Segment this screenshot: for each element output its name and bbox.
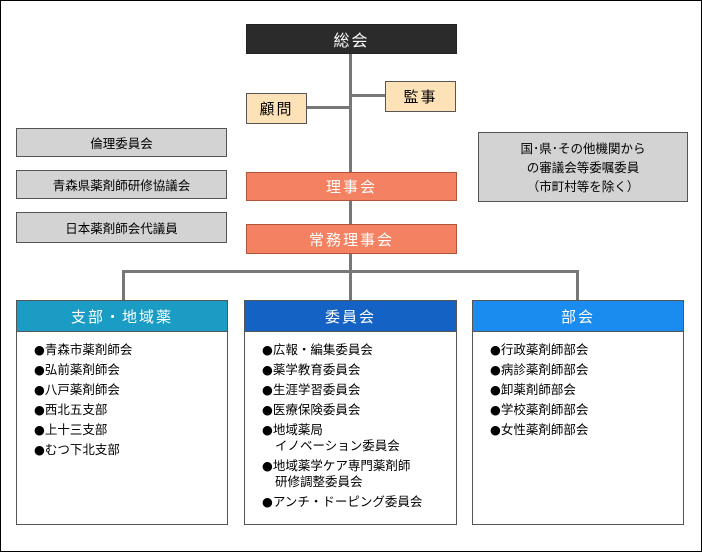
connector-center-drop: [349, 270, 352, 300]
connector-right-drop: [576, 270, 579, 300]
list-item: ●女性薬剤師部会: [490, 422, 589, 437]
connector-rijikai-jomu: [349, 200, 352, 225]
executive-board-label: 常務理事会: [308, 230, 394, 249]
list-item: ●行政薬剤師部会: [490, 342, 589, 357]
list-item: ●青森市薬剤師会: [34, 342, 133, 357]
external-commission-line-3: （市町村等を除く）: [526, 178, 640, 194]
list-item: ●西北五支部: [34, 402, 108, 417]
list-item: ●弘前薬剤師会: [34, 362, 120, 377]
training-council-label: 青森県薬剤師研修協議会: [52, 178, 191, 193]
connector-komon: [306, 106, 351, 109]
list-item: ●アンチ・ドーピング委員会: [262, 494, 423, 509]
connector-kanji: [350, 94, 386, 97]
list-item: ●医療保険委員会: [262, 402, 361, 417]
auditor-box: 監事: [385, 81, 456, 112]
committee-panel-title: 委員会: [324, 307, 376, 326]
external-commission-line-2: の審議会等委嘱委員: [526, 159, 640, 175]
list-item: ●むつ下北支部: [34, 442, 120, 457]
branch-panel-header: 支部・地域薬: [17, 301, 227, 332]
list-item-line: ●地域薬学ケア専門薬剤師: [262, 458, 411, 473]
committee-panel-header: 委員会: [245, 301, 456, 332]
list-item: ●地域薬局 イノベーション委員会: [262, 420, 456, 456]
list-item: ●八戸薬剤師会: [34, 382, 120, 397]
delegates-label: 日本薬剤師会代議員: [65, 221, 178, 236]
connector-jomu-down: [349, 253, 352, 272]
ethics-committee-box: 倫理委員会: [16, 128, 227, 157]
list-item: ●学校薬剤師部会: [490, 402, 589, 417]
external-commission-box: 国･県･その他機関から の審議会等委嘱委員 （市町村等を除く）: [478, 132, 688, 202]
list-item: ●地域薬学ケア専門薬剤師 研修調整委員会: [262, 456, 456, 492]
list-item: ●病診薬剤師部会: [490, 362, 589, 377]
board-of-directors-label: 理事会: [325, 178, 377, 196]
advisor-box: 顧問: [246, 93, 307, 124]
list-item: ●薬学教育委員会: [262, 362, 361, 377]
executive-board-box: 常務理事会: [246, 224, 457, 254]
list-item: ●上十三支部: [34, 422, 108, 437]
connector-main-vertical: [349, 54, 352, 172]
general-assembly-box: 総会: [246, 24, 457, 54]
connector-left-drop: [122, 270, 125, 300]
ethics-committee-label: 倫理委員会: [90, 136, 153, 151]
committee-list: ●広報・編集委員会 ●薬学教育委員会 ●生涯学習委員会 ●医療保険委員会 ●地域…: [245, 332, 456, 512]
division-panel-header: 部会: [473, 301, 683, 332]
training-council-box: 青森県薬剤師研修協議会: [16, 170, 227, 199]
list-item-line: 研修調整委員会: [275, 474, 363, 489]
branch-list: ●青森市薬剤師会 ●弘前薬剤師会 ●八戸薬剤師会 ●西北五支部 ●上十三支部 ●…: [17, 332, 227, 460]
list-item-line: イノベーション委員会: [275, 438, 400, 453]
division-panel: 部会 ●行政薬剤師部会 ●病診薬剤師部会 ●卸薬剤師部会 ●学校薬剤師部会 ●女…: [472, 300, 684, 525]
list-item: ●生涯学習委員会: [262, 382, 361, 397]
branch-panel: 支部・地域薬 ●青森市薬剤師会 ●弘前薬剤師会 ●八戸薬剤師会 ●西北五支部 ●…: [16, 300, 228, 525]
division-panel-title: 部会: [560, 307, 595, 326]
board-of-directors-box: 理事会: [246, 172, 457, 201]
branch-panel-title: 支部・地域薬: [70, 307, 173, 326]
division-list: ●行政薬剤師部会 ●病診薬剤師部会 ●卸薬剤師部会 ●学校薬剤師部会 ●女性薬剤…: [473, 332, 683, 440]
list-item: ●卸薬剤師部会: [490, 382, 576, 397]
auditor-label: 監事: [403, 88, 438, 106]
external-commission-line-1: 国･県･その他機関から: [520, 140, 646, 156]
advisor-label: 顧問: [259, 100, 294, 118]
general-assembly-label: 総会: [333, 31, 370, 50]
list-item: ●広報・編集委員会: [262, 342, 373, 357]
committee-panel: 委員会 ●広報・編集委員会 ●薬学教育委員会 ●生涯学習委員会 ●医療保険委員会…: [244, 300, 457, 525]
delegates-box: 日本薬剤師会代議員: [16, 212, 227, 243]
list-item-line: ●地域薬局: [262, 422, 323, 437]
